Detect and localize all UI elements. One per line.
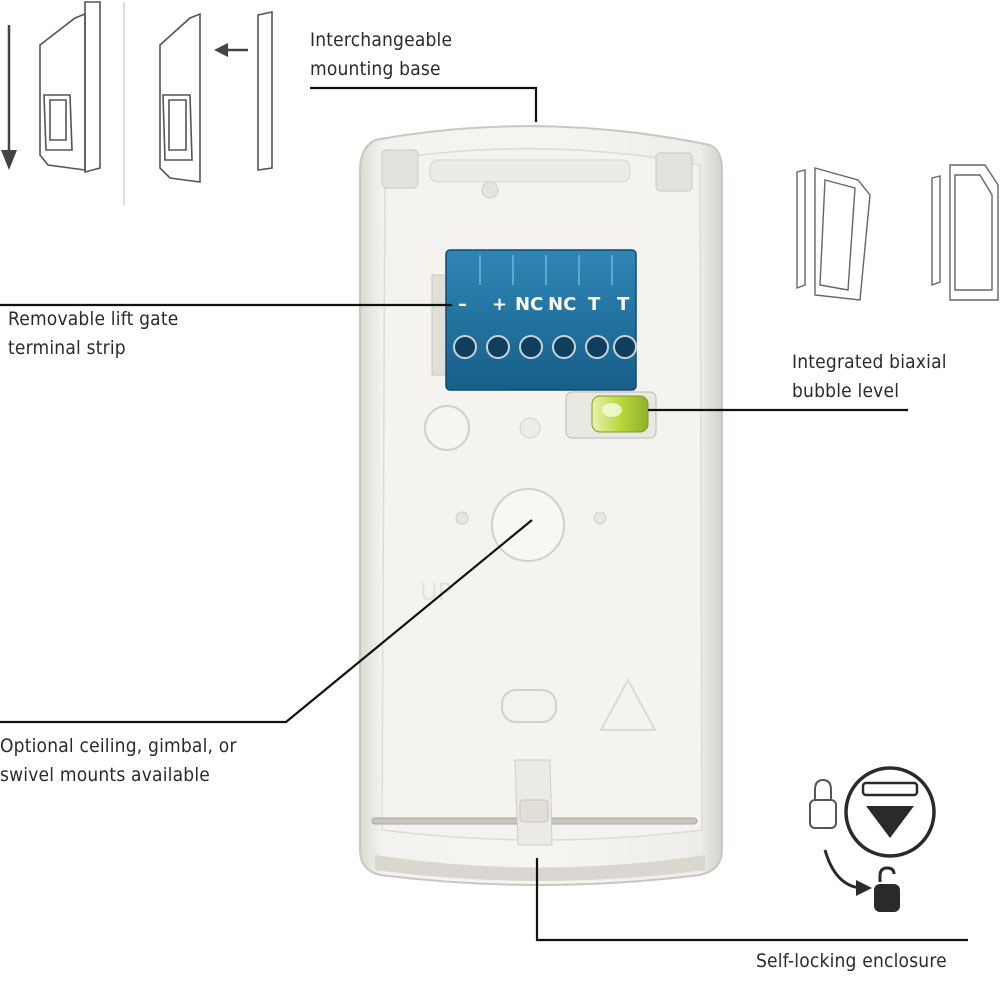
terminal-label: T bbox=[617, 294, 630, 315]
callout-mounting-base: Interchangeable mounting base bbox=[310, 26, 452, 84]
detector-angle-sketches bbox=[796, 164, 999, 301]
terminal-label: NC bbox=[515, 294, 543, 315]
curved-arrow-icon bbox=[823, 849, 872, 896]
arrow-down-icon bbox=[1, 25, 17, 170]
leader-lines bbox=[0, 86, 968, 942]
padlock-closed-icon bbox=[809, 778, 837, 829]
callout-enclosure-line1: Self-locking enclosure bbox=[756, 950, 947, 972]
callout-bubble-level-line2: bubble level bbox=[792, 380, 900, 402]
detector-side-sketch-2 bbox=[159, 11, 273, 183]
callout-mounting-base-line2: mounting base bbox=[310, 58, 441, 80]
callout-mounting-base-line1: Interchangeable bbox=[310, 29, 453, 51]
callout-terminal-strip-line1: Removable lift gate bbox=[8, 308, 179, 330]
lock-release-diagram bbox=[809, 766, 936, 912]
detector-side-sketch-1 bbox=[39, 1, 101, 174]
terminal-label: T bbox=[588, 294, 601, 315]
leader-line-mounting-base bbox=[310, 86, 538, 122]
svg-text:UP: UP bbox=[420, 578, 452, 606]
padlock-open-icon bbox=[874, 866, 900, 912]
terminal-label: – bbox=[458, 294, 467, 315]
terminal-screws bbox=[453, 335, 637, 359]
leader-line-enclosure bbox=[535, 858, 968, 942]
callout-bubble-level: Integrated biaxial bubble level bbox=[792, 348, 947, 406]
terminal-label: + bbox=[492, 294, 507, 315]
callout-mounts-line2: swivel mounts available bbox=[0, 764, 211, 786]
callout-terminal-strip-line2: terminal strip bbox=[8, 337, 126, 359]
mounting-base-housing: UP bbox=[359, 125, 723, 886]
terminal-strip: – + NC NC T T bbox=[431, 249, 637, 391]
callout-enclosure: Self-locking enclosure bbox=[756, 947, 947, 976]
leader-line-mounts bbox=[0, 519, 533, 724]
push-down-triangle-icon bbox=[844, 766, 936, 858]
callout-bubble-level-line1: Integrated biaxial bbox=[792, 351, 947, 373]
terminal-label: NC bbox=[548, 294, 576, 315]
bubble-level bbox=[565, 391, 657, 439]
arrow-left-icon bbox=[214, 43, 248, 57]
callout-mounts: Optional ceiling, gimbal, or swivel moun… bbox=[0, 732, 237, 790]
mounting-sketch-group bbox=[1, 1, 273, 205]
callout-mounts-line1: Optional ceiling, gimbal, or bbox=[0, 735, 237, 757]
callout-terminal-strip: Removable lift gate terminal strip bbox=[8, 305, 178, 363]
